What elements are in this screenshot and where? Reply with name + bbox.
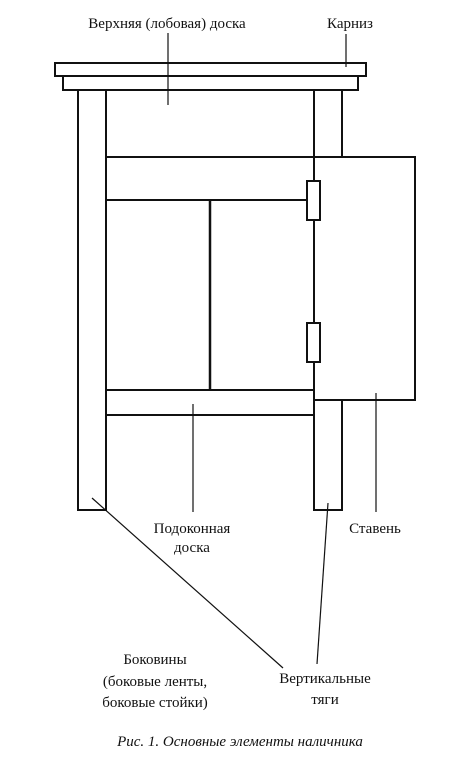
- label-sill-board-line2: доска: [174, 540, 210, 556]
- cornice-board: [54, 62, 367, 77]
- side-post-left: [77, 89, 107, 511]
- label-sides-line2: (боковые ленты,: [103, 674, 207, 690]
- label-vertical-rods-line1: Вертикальные: [279, 671, 371, 687]
- hinge-top: [306, 180, 321, 221]
- sill-board: [105, 389, 315, 416]
- hinge-bottom: [306, 322, 321, 363]
- label-vertical-rods-line2: тяги: [311, 692, 338, 708]
- label-cornice: Карниз: [327, 16, 373, 32]
- leader-sides: [91, 497, 284, 669]
- label-sill-board-line1: Подоконная: [154, 521, 231, 537]
- figure-caption: Рис. 1. Основные элементы наличника: [116, 734, 363, 750]
- cornice-lower-strip: [62, 75, 359, 91]
- label-top-board: Верхняя (лобовая) доска: [88, 16, 246, 32]
- label-shutter: Ставень: [349, 521, 401, 537]
- shutter-panel: [313, 156, 416, 401]
- label-sides-line3: боковые стойки): [102, 695, 208, 711]
- leader-vertical-rods: [316, 502, 329, 665]
- label-sides-line1: Боковины: [123, 652, 186, 668]
